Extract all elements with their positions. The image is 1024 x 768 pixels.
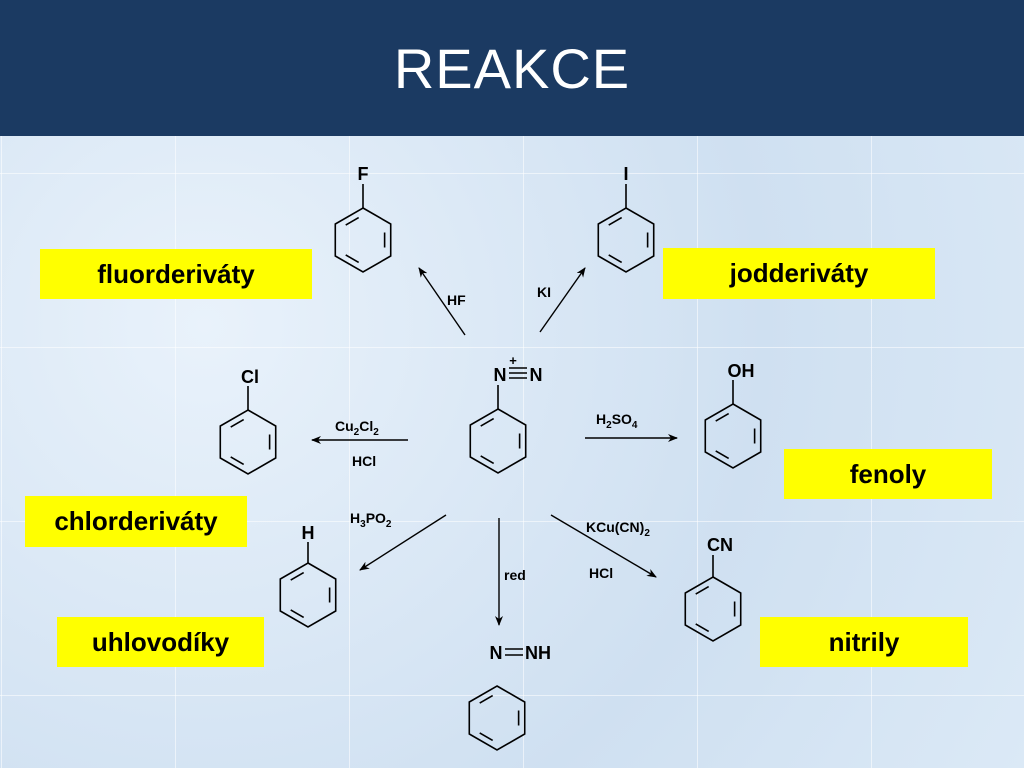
ring-phenol bbox=[704, 403, 762, 469]
reagent-hcl-left: HCl bbox=[352, 453, 376, 469]
iodine-label: I bbox=[623, 164, 628, 184]
ring-chlorobenzene bbox=[219, 409, 277, 475]
label-fenoly: fenoly bbox=[784, 449, 992, 499]
ring-fluorobenzene bbox=[334, 207, 392, 273]
reagent-hcl-right: HCl bbox=[589, 565, 613, 581]
diazene-n: N bbox=[490, 643, 503, 663]
reagent-kcucn2: KCu(CN)2 bbox=[586, 519, 650, 539]
arrow-ki bbox=[539, 267, 586, 333]
nitrogen-bonds bbox=[505, 367, 527, 656]
reagent-red: red bbox=[504, 567, 526, 583]
reagent-h2so4: H2SO4 bbox=[596, 411, 638, 431]
header-bar: REAKCE bbox=[0, 0, 1024, 136]
ring-iodobenzene bbox=[597, 207, 655, 273]
substituent-bonds bbox=[247, 184, 734, 577]
diazene-nh: NH bbox=[525, 643, 551, 663]
diazonium-n1: N bbox=[494, 365, 507, 385]
reagent-h3po2: H3PO2 bbox=[350, 510, 392, 530]
ring-diazene bbox=[468, 685, 526, 751]
hydrogen-label: H bbox=[302, 523, 315, 543]
arrow-hf bbox=[418, 267, 466, 336]
ring-benzene bbox=[279, 562, 337, 628]
arrow-h3po2 bbox=[359, 514, 447, 571]
reagent-hf: HF bbox=[447, 292, 466, 308]
slide-title: REAKCE bbox=[393, 37, 631, 100]
chlorine-label: Cl bbox=[241, 367, 259, 387]
ring-diazonium-center bbox=[469, 408, 527, 474]
label-nitrily: nitrily bbox=[760, 617, 968, 667]
hydroxyl-label: OH bbox=[728, 361, 755, 381]
diazonium-charge: + bbox=[509, 353, 517, 368]
reagent-ki: KI bbox=[537, 284, 551, 300]
label-chlorderivaty: chlorderiváty bbox=[25, 496, 247, 547]
label-jodderivaty: jodderiváty bbox=[663, 248, 935, 299]
diazonium-n2: N bbox=[530, 365, 543, 385]
arrow-kcucn2 bbox=[550, 514, 657, 578]
ring-nitrile bbox=[684, 576, 742, 642]
reaction-arrows bbox=[311, 267, 678, 626]
reagent-cu2cl2: Cu2Cl2 bbox=[335, 418, 379, 438]
cyano-label: CN bbox=[707, 535, 733, 555]
fluorine-label: F bbox=[358, 164, 369, 184]
label-uhlovodiky: uhlovodíky bbox=[57, 617, 264, 667]
label-fluorderivaty: fluorderiváty bbox=[40, 249, 312, 299]
